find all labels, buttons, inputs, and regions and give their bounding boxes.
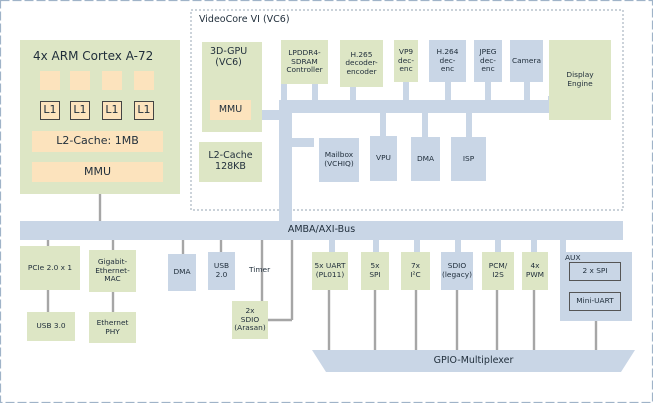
gpu-mmu: MMU bbox=[210, 100, 251, 120]
aux-spi: 2 x SPI bbox=[569, 262, 621, 281]
h264-codec: H.264 dec- enc bbox=[429, 40, 466, 82]
arm-core-4 bbox=[134, 71, 154, 90]
arm-core-2 bbox=[70, 71, 90, 90]
gpu-l2-cache: L2-Cache 128KB bbox=[199, 142, 262, 182]
gpu-title: 3D-GPU (VC6) bbox=[210, 46, 248, 68]
mailbox-vchiq: Mailbox (VCHIQ) bbox=[319, 138, 359, 182]
display-engine: Display Engine bbox=[549, 40, 611, 120]
gpio-multiplexer-shape bbox=[312, 350, 635, 372]
vpu: VPU bbox=[370, 136, 397, 181]
lpddr4-controller: LPDDR4- SDRAM Controller bbox=[281, 40, 328, 84]
sdio-arasan: 2x SDIO (Arasan) bbox=[232, 301, 268, 339]
periph-dma: DMA bbox=[168, 254, 196, 291]
pcie-controller: PCIe 2.0 x 1 bbox=[20, 246, 80, 290]
videocore-title: VideoCore VI (VC6) bbox=[199, 14, 290, 25]
internal-bus bbox=[262, 82, 635, 372]
isp: ISP bbox=[451, 137, 486, 181]
spi-controllers: 5x SPI bbox=[361, 252, 389, 290]
l1-cache-4: L1 bbox=[134, 101, 154, 120]
usb2-controller: USB 2.0 bbox=[208, 252, 235, 290]
camera-interface: Camera bbox=[510, 40, 543, 82]
i2c-controllers: 7x I²C bbox=[401, 252, 430, 290]
ethernet-phy: Ethernet PHY bbox=[89, 312, 136, 343]
aux-label: AUX bbox=[565, 253, 581, 262]
vp9-codec: VP9 dec- enc bbox=[394, 40, 418, 82]
pcm-i2s: PCM/ I2S bbox=[482, 252, 514, 290]
timer: Timer bbox=[249, 265, 271, 274]
usb3-controller: USB 3.0 bbox=[27, 312, 75, 341]
uart-pl011: 5x UART (PL011) bbox=[312, 252, 348, 290]
jpeg-codec: JPEG dec- enc bbox=[474, 40, 502, 82]
aux-mini-uart: Mini-UART bbox=[569, 292, 621, 311]
pwm-controllers: 4x PWM bbox=[522, 252, 548, 290]
arm-l2-cache: L2-Cache: 1MB bbox=[32, 131, 163, 152]
connectors bbox=[46, 194, 598, 350]
arm-core-1 bbox=[40, 71, 60, 90]
h265-codec: H.265 decoder- encoder bbox=[340, 40, 383, 87]
arm-mmu: MMU bbox=[32, 162, 163, 182]
vc-dma: DMA bbox=[411, 137, 440, 181]
videocore-frame bbox=[190, 9, 624, 211]
l1-cache-2: L1 bbox=[70, 101, 90, 120]
amba-axi-bus: AMBA/AXI-Bus bbox=[20, 221, 623, 240]
gigabit-ethernet-mac: Gigabit- Ethernet- MAC bbox=[89, 250, 136, 292]
arm-core-3 bbox=[102, 71, 122, 90]
gpio-multiplexer: GPIO-Multiplexer bbox=[433, 354, 514, 366]
l1-cache-1: L1 bbox=[40, 101, 60, 120]
arm-title: 4x ARM Cortex A-72 bbox=[33, 49, 154, 63]
sdio-legacy: SDIO (legacy) bbox=[441, 252, 473, 290]
l1-cache-3: L1 bbox=[102, 101, 122, 120]
